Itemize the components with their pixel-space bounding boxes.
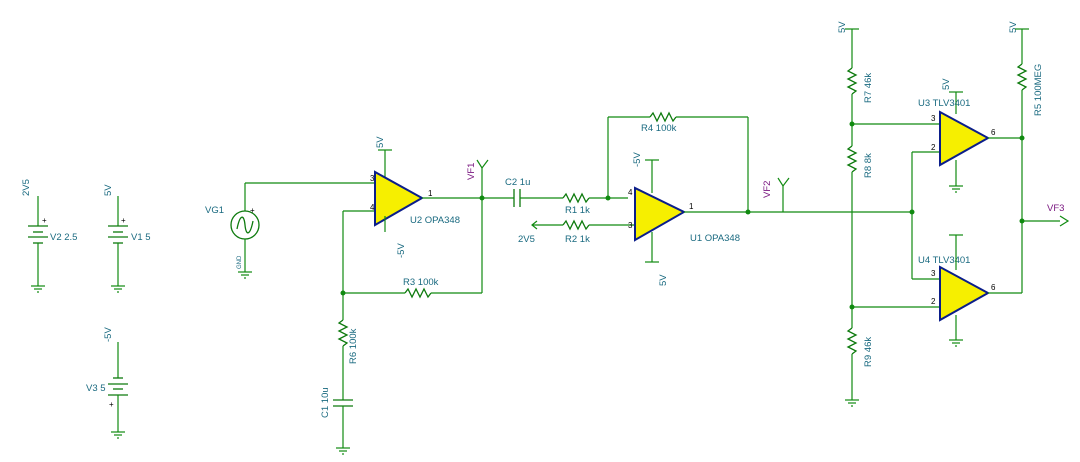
u1-pin-3: 3: [628, 221, 633, 230]
c2-label: C2 1u: [505, 177, 530, 188]
resistor-r9[interactable]: R9 46k: [846, 327, 874, 367]
u4-pin-3: 3: [931, 269, 936, 278]
r2-label: R2 1k: [565, 234, 590, 245]
ground-icon: [949, 339, 963, 347]
u4-label: U4 TLV3401: [918, 255, 970, 266]
v2-plus-sign: +: [42, 216, 47, 225]
capacitor-c2[interactable]: C2 1u: [505, 177, 530, 207]
vf2-label: VF2: [762, 181, 773, 198]
vf1-label: VF1: [466, 163, 477, 180]
resistor-r2[interactable]: R2 1k: [562, 219, 590, 245]
ground-icon: [845, 399, 859, 407]
ground-icon: [949, 185, 963, 193]
r7-label: R7 46k: [863, 73, 874, 103]
r8-label: R8 8k: [863, 153, 874, 178]
u2-label: U2 OPA348: [410, 215, 460, 226]
r1-label: R1 1k: [565, 205, 590, 216]
u4-pin-6: 6: [991, 283, 996, 292]
resistor-r3[interactable]: R3 100k: [403, 277, 439, 299]
u3-vplus-net: 5V: [941, 78, 952, 90]
resistor-r4[interactable]: R4 100k: [641, 111, 677, 134]
comparator-u3[interactable]: 5V U3 TLV3401 3 2 6: [918, 78, 996, 186]
ground-icon: [111, 431, 125, 439]
r4-label: R4 100k: [641, 123, 677, 134]
capacitor-c1[interactable]: C1 10u: [320, 387, 353, 418]
u2-pin-3: 3: [370, 174, 375, 183]
u2-vplus-net: 5V: [375, 136, 386, 148]
source-v3[interactable]: -5V + V3 5: [86, 327, 128, 439]
r5-top-net: 5V: [1008, 21, 1019, 33]
resistor-r1[interactable]: R1 1k: [562, 192, 590, 216]
u2-pin-4: 4: [370, 203, 375, 212]
r5-label: R5 100MEG: [1033, 64, 1044, 116]
v2-label: V2 2.5: [50, 232, 77, 243]
resistor-r7[interactable]: R7 46k: [846, 67, 874, 103]
ground-icon: [31, 285, 45, 293]
r2-net-label: 2V5: [518, 234, 535, 245]
u3-pin-3: 3: [931, 114, 936, 123]
v2-net-label: 2V5: [21, 179, 32, 196]
c1-label: C1 10u: [320, 387, 331, 418]
ground-icon: [111, 285, 125, 293]
vf3-label: VF3: [1047, 203, 1064, 214]
r3-label: R3 100k: [403, 277, 439, 288]
probe-vf1[interactable]: VF1: [466, 159, 489, 198]
signal-generator-vg1[interactable]: + VG1 GND: [205, 182, 375, 279]
ground-icon: [238, 271, 252, 279]
v1-net-label: 5V: [103, 184, 114, 196]
v1-label: V1 5: [131, 232, 151, 243]
vg1-label: VG1: [205, 205, 224, 216]
ground-icon: [336, 447, 350, 455]
u4-pin-2: 2: [931, 297, 936, 306]
u1-pin-1: 1: [689, 202, 694, 211]
source-v2[interactable]: 2V5 + V2 2.5: [21, 179, 77, 293]
u1-pin-4: 4: [628, 188, 633, 197]
v1-plus-sign: +: [121, 216, 126, 225]
vg1-plus-sign: +: [250, 206, 255, 215]
opamp-u1[interactable]: -5V 5V U1 OPA348 4 3 1: [628, 152, 748, 286]
vg1-gnd-label: GND: [237, 255, 243, 269]
u3-pin-2: 2: [931, 143, 936, 152]
v3-label: V3 5: [86, 383, 106, 394]
probe-vf3[interactable]: VF3: [1022, 203, 1070, 227]
u1-vminus-net: -5V: [632, 152, 643, 167]
u3-label: U3 TLV3401: [918, 98, 970, 109]
r6-label: R6 100k: [348, 328, 359, 364]
resistor-r8[interactable]: R8 8k: [846, 145, 874, 178]
resistor-r6[interactable]: R6 100k: [337, 319, 359, 364]
u1-vplus-net: 5V: [658, 274, 669, 286]
v3-net-label: -5V: [103, 327, 114, 342]
u2-vminus-net: -5V: [396, 243, 407, 258]
opamp-u2[interactable]: 5V -5V U2 OPA348 3 4 1: [343, 136, 482, 258]
comparator-u4[interactable]: U4 TLV3401 3 2 6: [918, 234, 996, 340]
probe-vf2[interactable]: VF2: [748, 177, 790, 213]
r9-label: R9 46k: [863, 337, 874, 367]
source-v1[interactable]: 5V + V1 5: [103, 184, 151, 293]
v3-plus-sign: +: [109, 400, 114, 409]
u1-label: U1 OPA348: [690, 233, 740, 244]
u2-pin-1: 1: [428, 189, 433, 198]
ladder-top-net: 5V: [837, 21, 848, 33]
u3-pin-6: 6: [991, 128, 996, 137]
resistor-r5[interactable]: R5 100MEG: [1016, 63, 1044, 116]
